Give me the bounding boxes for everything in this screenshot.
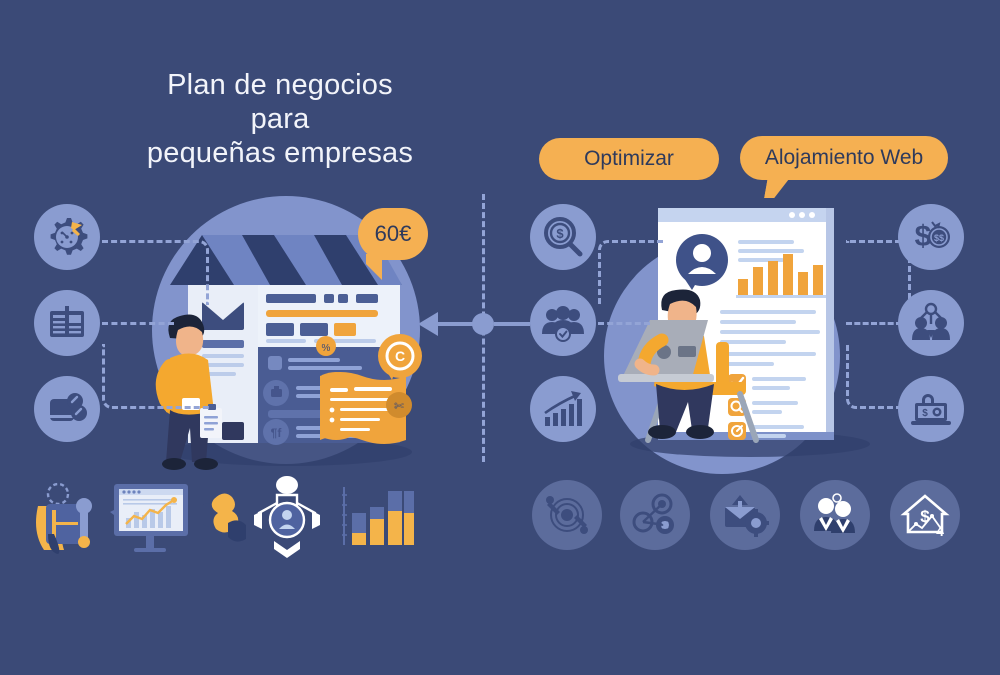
- target-wrench-icon: [546, 496, 588, 534]
- team-network-icon: [912, 302, 950, 340]
- badge-gear-clock-airplane[interactable]: [34, 204, 100, 270]
- badge-envelope-gear[interactable]: [710, 480, 780, 550]
- flow-line-left: [430, 322, 490, 326]
- badge-gears-network[interactable]: [620, 480, 690, 550]
- badge-dollar-coin[interactable]: $ $$: [898, 204, 964, 270]
- bar-chart-icon[interactable]: [336, 483, 414, 555]
- connector-left-2: [102, 322, 174, 325]
- badge-business-people[interactable]: [800, 480, 870, 550]
- profile-avatar-bubble: [676, 234, 728, 290]
- settings-badge: ✄: [386, 392, 412, 418]
- person-left: [155, 314, 244, 470]
- badge-target-wrench[interactable]: [532, 480, 602, 550]
- badge-house-dollar[interactable]: $ 4: [890, 480, 960, 550]
- title-line-2: para: [250, 103, 310, 135]
- badge-laptop-money[interactable]: $: [898, 376, 964, 442]
- badge-briefcase-check[interactable]: [34, 376, 100, 442]
- gears-network-icon: [632, 493, 674, 534]
- puzzle-pieces-icon[interactable]: [198, 485, 260, 551]
- badge-magnifier-dollar[interactable]: $: [530, 204, 596, 270]
- svg-text:$: $: [922, 408, 928, 419]
- connector-mid-2: [598, 322, 650, 325]
- connector-left-1: [102, 240, 209, 305]
- house-dollar-icon: $ 4: [900, 494, 950, 539]
- bubble-price[interactable]: 60€: [358, 208, 428, 280]
- svg-text:C: C: [395, 348, 405, 364]
- tools-cluster-icon[interactable]: [28, 478, 106, 556]
- svg-text:%: %: [322, 343, 331, 354]
- storefront-illustration: ¶f: [155, 235, 412, 470]
- svg-text:¶f: ¶f: [271, 426, 283, 440]
- svg-text:$: $: [920, 507, 930, 526]
- connector-left-3: [102, 344, 209, 409]
- person-right: [618, 289, 714, 439]
- magnifier-dollar-icon: $: [544, 217, 583, 257]
- envelope-gear-icon: [725, 495, 769, 537]
- bubble-alojamiento-web[interactable]: Alojamiento Web: [740, 136, 948, 180]
- badge-growth-chart[interactable]: [530, 376, 596, 442]
- connector-right-2: [846, 322, 902, 325]
- badge-document-article[interactable]: [34, 290, 100, 356]
- bubble-price-label: 60€: [374, 221, 412, 246]
- analytics-bar-chart: [736, 254, 826, 298]
- title-line-3: pequeñas empresas: [146, 137, 414, 169]
- laptop-money-icon: $: [911, 394, 951, 425]
- connector-mid-1: [598, 240, 663, 305]
- briefcase-check-icon: [50, 393, 87, 421]
- svg-text:$: $: [556, 226, 564, 241]
- svg-text:$$: $$: [934, 233, 944, 243]
- user-network-icon[interactable]: [248, 475, 326, 559]
- page-title: Plan de negocios para pequeñas empresas: [60, 68, 500, 170]
- flow-center-dot: [472, 313, 494, 335]
- badge-team-network[interactable]: [898, 290, 964, 356]
- percent-badge: [316, 336, 336, 356]
- bubble-optimizar[interactable]: Optimizar: [539, 138, 719, 180]
- badge-team-group[interactable]: [530, 290, 596, 356]
- business-people-icon: [814, 493, 855, 533]
- flow-arrow-icon: [418, 312, 438, 336]
- svg-text:✄: ✄: [394, 399, 404, 413]
- dollar-coin-icon: $ $$: [915, 220, 950, 253]
- title-line-1: Plan de negocios: [167, 69, 393, 101]
- web-analytics-illustration: [618, 208, 870, 457]
- document-article-icon: [50, 306, 84, 337]
- flow-line-right: [494, 322, 530, 326]
- svg-text:4: 4: [936, 523, 944, 539]
- copyright-badge: C: [378, 334, 422, 380]
- monitor-analytics-icon[interactable]: [110, 478, 192, 556]
- team-group-icon: [542, 306, 584, 342]
- bubble-alojamiento-web-label: Alojamiento Web: [764, 146, 924, 169]
- svg-text:$: $: [915, 220, 932, 253]
- growth-chart-icon: [544, 391, 582, 426]
- gear-clock-airplane-icon: [50, 218, 88, 255]
- bubble-optimizar-label: Optimizar: [584, 147, 674, 170]
